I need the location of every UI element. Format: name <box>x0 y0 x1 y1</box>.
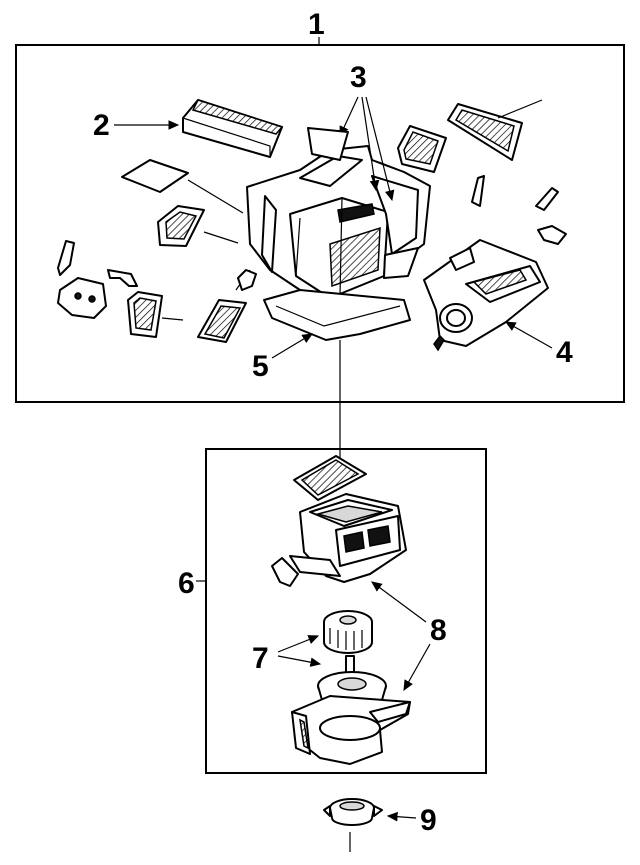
callout-7: 7 <box>252 642 269 675</box>
leader-3a <box>339 96 359 138</box>
main-case <box>246 145 431 299</box>
callout-9: 9 <box>420 804 437 837</box>
part-5-base-tray <box>263 289 411 341</box>
blower-wheel <box>323 610 373 654</box>
filter-plate-upper-mid <box>307 127 349 161</box>
lower-housing <box>291 695 411 765</box>
part-9-ring <box>323 798 383 826</box>
leader-7b <box>277 655 322 667</box>
clip-right-b <box>535 187 559 211</box>
leader-3c <box>365 96 395 202</box>
part-2-duct-cover <box>182 99 284 158</box>
callout-6: 6 <box>178 567 195 600</box>
callout-3: 3 <box>350 61 367 94</box>
leader-4 <box>504 321 553 349</box>
upper-assembly-group: 1 2 <box>15 8 625 403</box>
callout-4: 4 <box>556 336 573 369</box>
motor-actuator-left <box>57 277 107 319</box>
callout-8: 8 <box>430 614 447 647</box>
leader-7a <box>277 635 320 653</box>
upper-housing <box>289 493 407 583</box>
clip-right-c <box>537 225 567 245</box>
leader-8a <box>371 581 427 623</box>
filter-plate-upper-left <box>121 159 189 193</box>
bracket-left-clip <box>107 269 138 287</box>
leader-5 <box>271 333 314 359</box>
leader-3b <box>361 96 380 192</box>
leader-8b <box>403 643 431 692</box>
part-4-blower-case <box>423 239 549 352</box>
clip-right-a <box>471 175 485 207</box>
clip-lower-left <box>271 557 299 587</box>
clip-small-center <box>237 269 257 291</box>
lower-assembly-frame <box>205 448 487 774</box>
callout-1: 1 <box>308 8 325 41</box>
callout-5: 5 <box>252 350 269 383</box>
bracket-left-upper <box>57 240 75 276</box>
callout-2: 2 <box>93 109 110 142</box>
leader-9 <box>386 811 417 822</box>
lower-assembly-group: 6 7 <box>178 448 487 774</box>
upper-assembly-frame <box>15 44 625 403</box>
